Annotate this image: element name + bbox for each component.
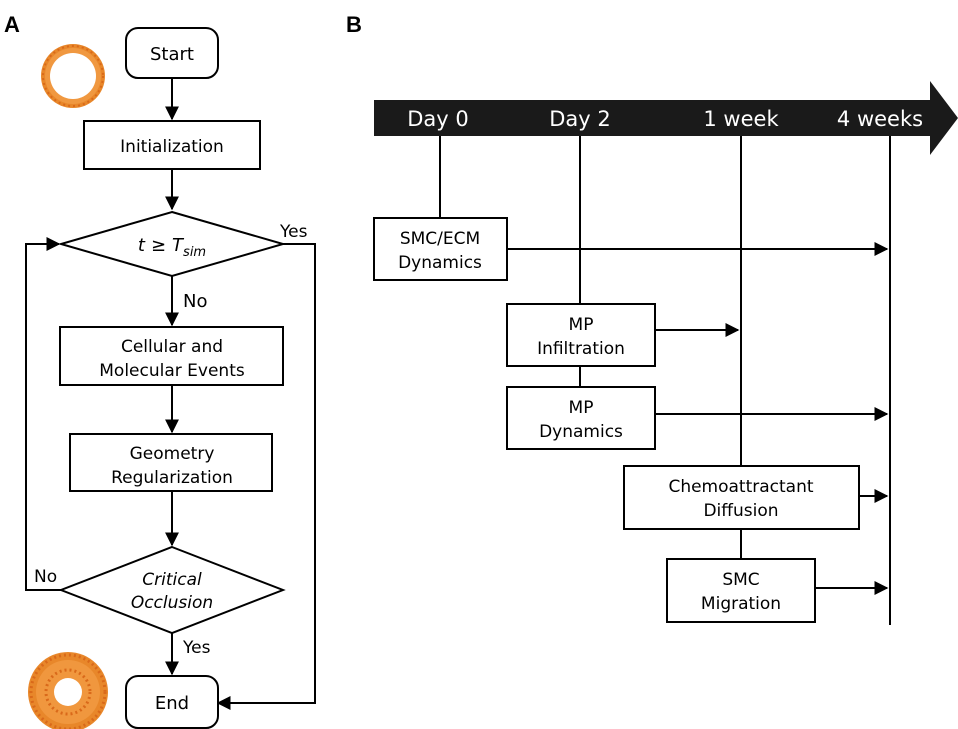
smc-ecm-label-2: Dynamics (398, 253, 482, 273)
occlusion-decision-node (58, 545, 286, 635)
cond-op: ≥ (151, 235, 166, 256)
end-node (125, 675, 219, 729)
mp-inf-label-2: Infiltration (537, 339, 625, 359)
smc-mig-label-1: SMC (722, 570, 759, 590)
timeline-bar (374, 81, 958, 155)
yes-top-label: Yes (279, 222, 308, 242)
mp-infiltration-box (506, 303, 656, 367)
tick-1week: 1 week (703, 107, 779, 131)
events-label-2: Molecular Events (99, 361, 245, 381)
panel-a-label: A (4, 12, 20, 37)
smc-migration-box (666, 558, 816, 623)
panel-b-label: B (346, 12, 362, 37)
tick-day2: Day 2 (549, 107, 611, 131)
no-left-label: No (34, 567, 57, 587)
events-label-1: Cellular and (121, 337, 223, 357)
chemo-label-1: Chemoattractant (668, 477, 813, 497)
critical-label-1: Critical (142, 570, 202, 590)
cond-var: t (138, 235, 146, 256)
vessel-ring-open-icon (41, 44, 105, 108)
chemo-diffusion-box (623, 465, 860, 530)
cond-sub: sim (183, 245, 206, 260)
events-node (59, 326, 284, 386)
geometry-label-1: Geometry (130, 444, 215, 464)
end-label: End (155, 693, 189, 714)
cond-T: T (172, 235, 185, 256)
vessel-ring-occluded-icon (28, 652, 108, 729)
smc-mig-label-2: Migration (701, 594, 781, 614)
chemo-label-2: Diffusion (703, 501, 778, 521)
mp-dynamics-box (506, 386, 656, 450)
yes-bottom-label: Yes (182, 638, 211, 658)
start-label: Start (150, 44, 194, 65)
smc-ecm-label-1: SMC/ECM (400, 229, 480, 249)
geometry-node (69, 433, 273, 492)
mp-dyn-label-2: Dynamics (539, 422, 623, 442)
tick-4weeks: 4 weeks (837, 107, 923, 131)
yes-to-end-arrow (216, 243, 316, 710)
mp-inf-label-1: MP (569, 315, 594, 335)
tick-day0: Day 0 (407, 107, 469, 131)
init-label: Initialization (120, 137, 224, 157)
time-condition-label: t≥ Tsim (138, 235, 206, 260)
geometry-label-2: Regularization (111, 468, 233, 488)
mp-dyn-label-1: MP (569, 398, 594, 418)
no-loop-arrow (25, 237, 61, 591)
critical-label-2: Occlusion (131, 593, 213, 613)
no-mid-label: No (183, 291, 207, 312)
